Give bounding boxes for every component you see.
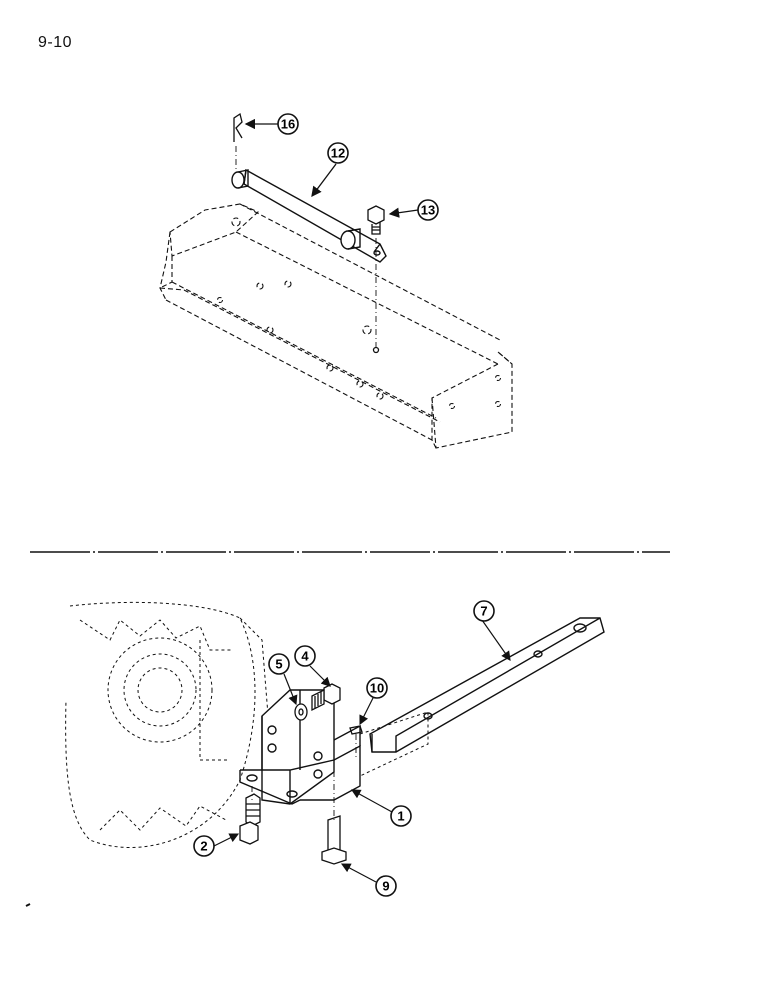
callout-7: 7 <box>473 600 495 622</box>
svg-text:9: 9 <box>382 879 389 894</box>
callout-1: 1 <box>390 805 412 827</box>
housing-phantom <box>65 601 271 848</box>
part-12-pin-bar <box>231 168 387 263</box>
svg-text:12: 12 <box>331 146 345 161</box>
svg-text:13: 13 <box>421 203 435 218</box>
top-assembly <box>159 112 513 449</box>
callout-13: 13 <box>417 199 439 221</box>
callout-9: 9 <box>375 875 397 897</box>
frame-beam-phantom <box>159 203 513 449</box>
callout-2: 2 <box>193 835 215 857</box>
part-16-spring-clip <box>233 112 243 142</box>
svg-text:7: 7 <box>480 604 487 619</box>
callout-12: 12 <box>327 142 349 164</box>
callout-16: 16 <box>277 113 299 135</box>
part-2-bolt <box>239 793 261 845</box>
svg-text:2: 2 <box>200 839 207 854</box>
part-4-bolt <box>311 683 341 712</box>
callout-10: 10 <box>366 677 388 699</box>
part-10-pin <box>349 725 363 735</box>
part-5-washer <box>294 703 308 721</box>
alignment-lines-bottom <box>251 706 357 820</box>
svg-text:4: 4 <box>301 649 309 664</box>
svg-text:5: 5 <box>275 657 282 672</box>
stray-mark <box>25 903 31 907</box>
callout-5: 5 <box>268 653 290 675</box>
svg-text:1: 1 <box>397 809 404 824</box>
svg-text:10: 10 <box>370 681 384 696</box>
part-9-pin <box>321 815 347 865</box>
bottom-assembly <box>65 601 605 883</box>
part-13-bolt <box>367 205 385 235</box>
part-7-drawbar <box>359 617 605 777</box>
callout-4: 4 <box>294 645 316 667</box>
alignment-lines-top <box>235 146 377 350</box>
page-number: 9-10 <box>38 34 73 51</box>
part-1-bracket <box>239 689 361 805</box>
svg-text:16: 16 <box>281 117 295 132</box>
